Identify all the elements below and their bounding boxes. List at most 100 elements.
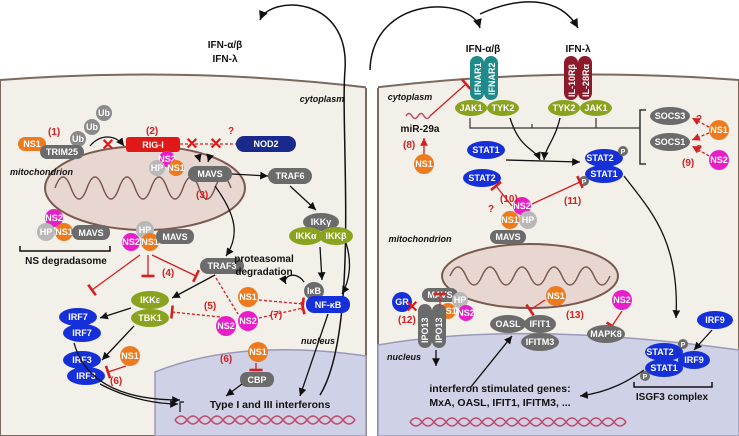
svg-text:IRF9: IRF9 — [705, 315, 725, 325]
svg-text:NS1: NS1 — [121, 351, 139, 361]
svg-text:IRF3: IRF3 — [72, 355, 92, 365]
ifit1 — [524, 315, 556, 333]
stat2-p — [585, 149, 623, 167]
right-ifn-l-label: IFN-λ — [566, 44, 591, 55]
right-nucleus-label: nucleus — [387, 352, 421, 362]
irf7-b — [63, 324, 101, 342]
ns1-trim25 — [18, 137, 46, 151]
left-mito-label: mitochondrion — [10, 167, 73, 177]
svg-text:CBP: CBP — [247, 375, 266, 385]
svg-text:TRAF3: TRAF3 — [208, 261, 237, 271]
svg-text:HP: HP — [151, 163, 164, 173]
cell-gap — [366, 60, 378, 436]
mir-squiggle — [405, 112, 431, 120]
svg-text:SOCS3: SOCS3 — [655, 111, 686, 121]
svg-text:NS2: NS2 — [122, 237, 140, 247]
left-dna — [174, 415, 356, 425]
left-cytoplasm-label: cytoplasm — [300, 94, 345, 104]
svg-text:HP: HP — [522, 215, 535, 225]
tyk2-a — [487, 100, 519, 116]
right-ifn-ab-label: IFN-α/β — [466, 44, 500, 55]
step-6a: (6) — [110, 376, 122, 387]
svg-text:P: P — [582, 179, 587, 186]
svg-text:IPO13: IPO13 — [434, 317, 444, 343]
hp-rigi — [149, 160, 165, 176]
type-interferons-label: Type I and III interferons — [210, 399, 331, 411]
svg-text:NS1: NS1 — [23, 139, 41, 149]
svg-text:IPO13: IPO13 — [420, 317, 430, 343]
irf7-a — [59, 308, 97, 326]
svg-text:NS1: NS1 — [415, 159, 433, 169]
ipo13-b — [432, 304, 446, 348]
step-11: (11) — [564, 196, 581, 207]
svg-text:IFITM3: IFITM3 — [526, 337, 555, 347]
mavs-left — [188, 166, 232, 182]
oasl — [490, 315, 526, 333]
svg-text:MAPK8: MAPK8 — [590, 329, 622, 339]
svg-text:SOCS1: SOCS1 — [655, 137, 686, 147]
step-1: (1) — [48, 127, 60, 138]
mir-29a: miR-29a — [401, 124, 440, 135]
gr — [392, 292, 412, 312]
svg-text:IRF9: IRF9 — [684, 355, 704, 365]
il-receptor: IL-10Rβ IL-28Rα — [564, 56, 592, 100]
ikk-beta — [319, 227, 353, 245]
svg-text:?: ? — [488, 204, 494, 215]
stat1-p — [585, 165, 623, 183]
nod2 — [236, 136, 296, 152]
svg-text:P: P — [643, 374, 648, 381]
svg-text:IRF7: IRF7 — [72, 328, 92, 338]
step-7: (7) — [270, 310, 282, 321]
cbp — [240, 372, 274, 387]
left-nucleus-label: nucleus — [301, 336, 335, 346]
svg-text:MAVS: MAVS — [162, 232, 187, 242]
socs3 — [650, 107, 690, 125]
ikk-alpha — [289, 227, 323, 245]
block-x-4: ✕ — [405, 299, 418, 316]
svg-text:?: ? — [228, 126, 234, 137]
right-mito-label: mitochondrion — [389, 234, 452, 244]
svg-text:MAVS: MAVS — [197, 169, 222, 179]
top-ifn-ab-label: IFN-α/β — [208, 40, 242, 51]
svg-text:JAK1: JAK1 — [459, 103, 482, 113]
svg-text:IκB: IκB — [307, 286, 322, 296]
svg-text:NS1: NS1 — [710, 125, 728, 135]
svg-text:NS1: NS1 — [239, 292, 257, 302]
svg-text:degradation: degradation — [235, 267, 292, 278]
step-5: (5) — [204, 301, 216, 312]
svg-text:IRF7: IRF7 — [68, 312, 88, 322]
svg-text:STAT1: STAT1 — [590, 169, 617, 179]
step-8: (8) — [403, 140, 415, 151]
svg-text:STAT2: STAT2 — [586, 153, 613, 163]
svg-text:IFIT1: IFIT1 — [529, 319, 550, 329]
svg-text:TYK2: TYK2 — [552, 103, 575, 113]
irf3-a — [63, 351, 101, 369]
svg-text:HP: HP — [454, 295, 467, 305]
step-10: (10) — [500, 194, 518, 205]
svg-text:NF-κB: NF-κB — [315, 300, 342, 310]
tyk2-b — [548, 100, 580, 116]
svg-text:NS2: NS2 — [158, 154, 176, 164]
step-3: (3) — [196, 190, 208, 201]
svg-text:NS2: NS2 — [457, 308, 475, 318]
rig-i — [126, 137, 180, 152]
svg-text:TYK2: TYK2 — [491, 103, 514, 113]
svg-text:IL-28Rα: IL-28Rα — [581, 63, 591, 97]
svg-text:NS1: NS1 — [439, 306, 457, 316]
svg-text:NS2: NS2 — [613, 295, 631, 305]
svg-text:P: P — [621, 149, 626, 156]
isgf3-label: ISGF3 complex — [636, 392, 709, 403]
step-6b: (6) — [220, 354, 232, 365]
svg-text:Ub: Ub — [98, 108, 110, 118]
svg-text:NS2: NS2 — [45, 213, 63, 223]
step-13: (13) — [566, 310, 584, 321]
nf-kb — [306, 296, 350, 313]
svg-text:HP: HP — [139, 225, 152, 235]
irf9 — [697, 311, 733, 329]
svg-text:IFNAR2: IFNAR2 — [487, 62, 497, 95]
svg-text:NS1: NS1 — [547, 291, 565, 301]
step-9: (9) — [682, 158, 694, 169]
ikb — [304, 282, 324, 300]
ifitm3 — [521, 333, 559, 351]
svg-text:NS2: NS2 — [513, 201, 531, 211]
